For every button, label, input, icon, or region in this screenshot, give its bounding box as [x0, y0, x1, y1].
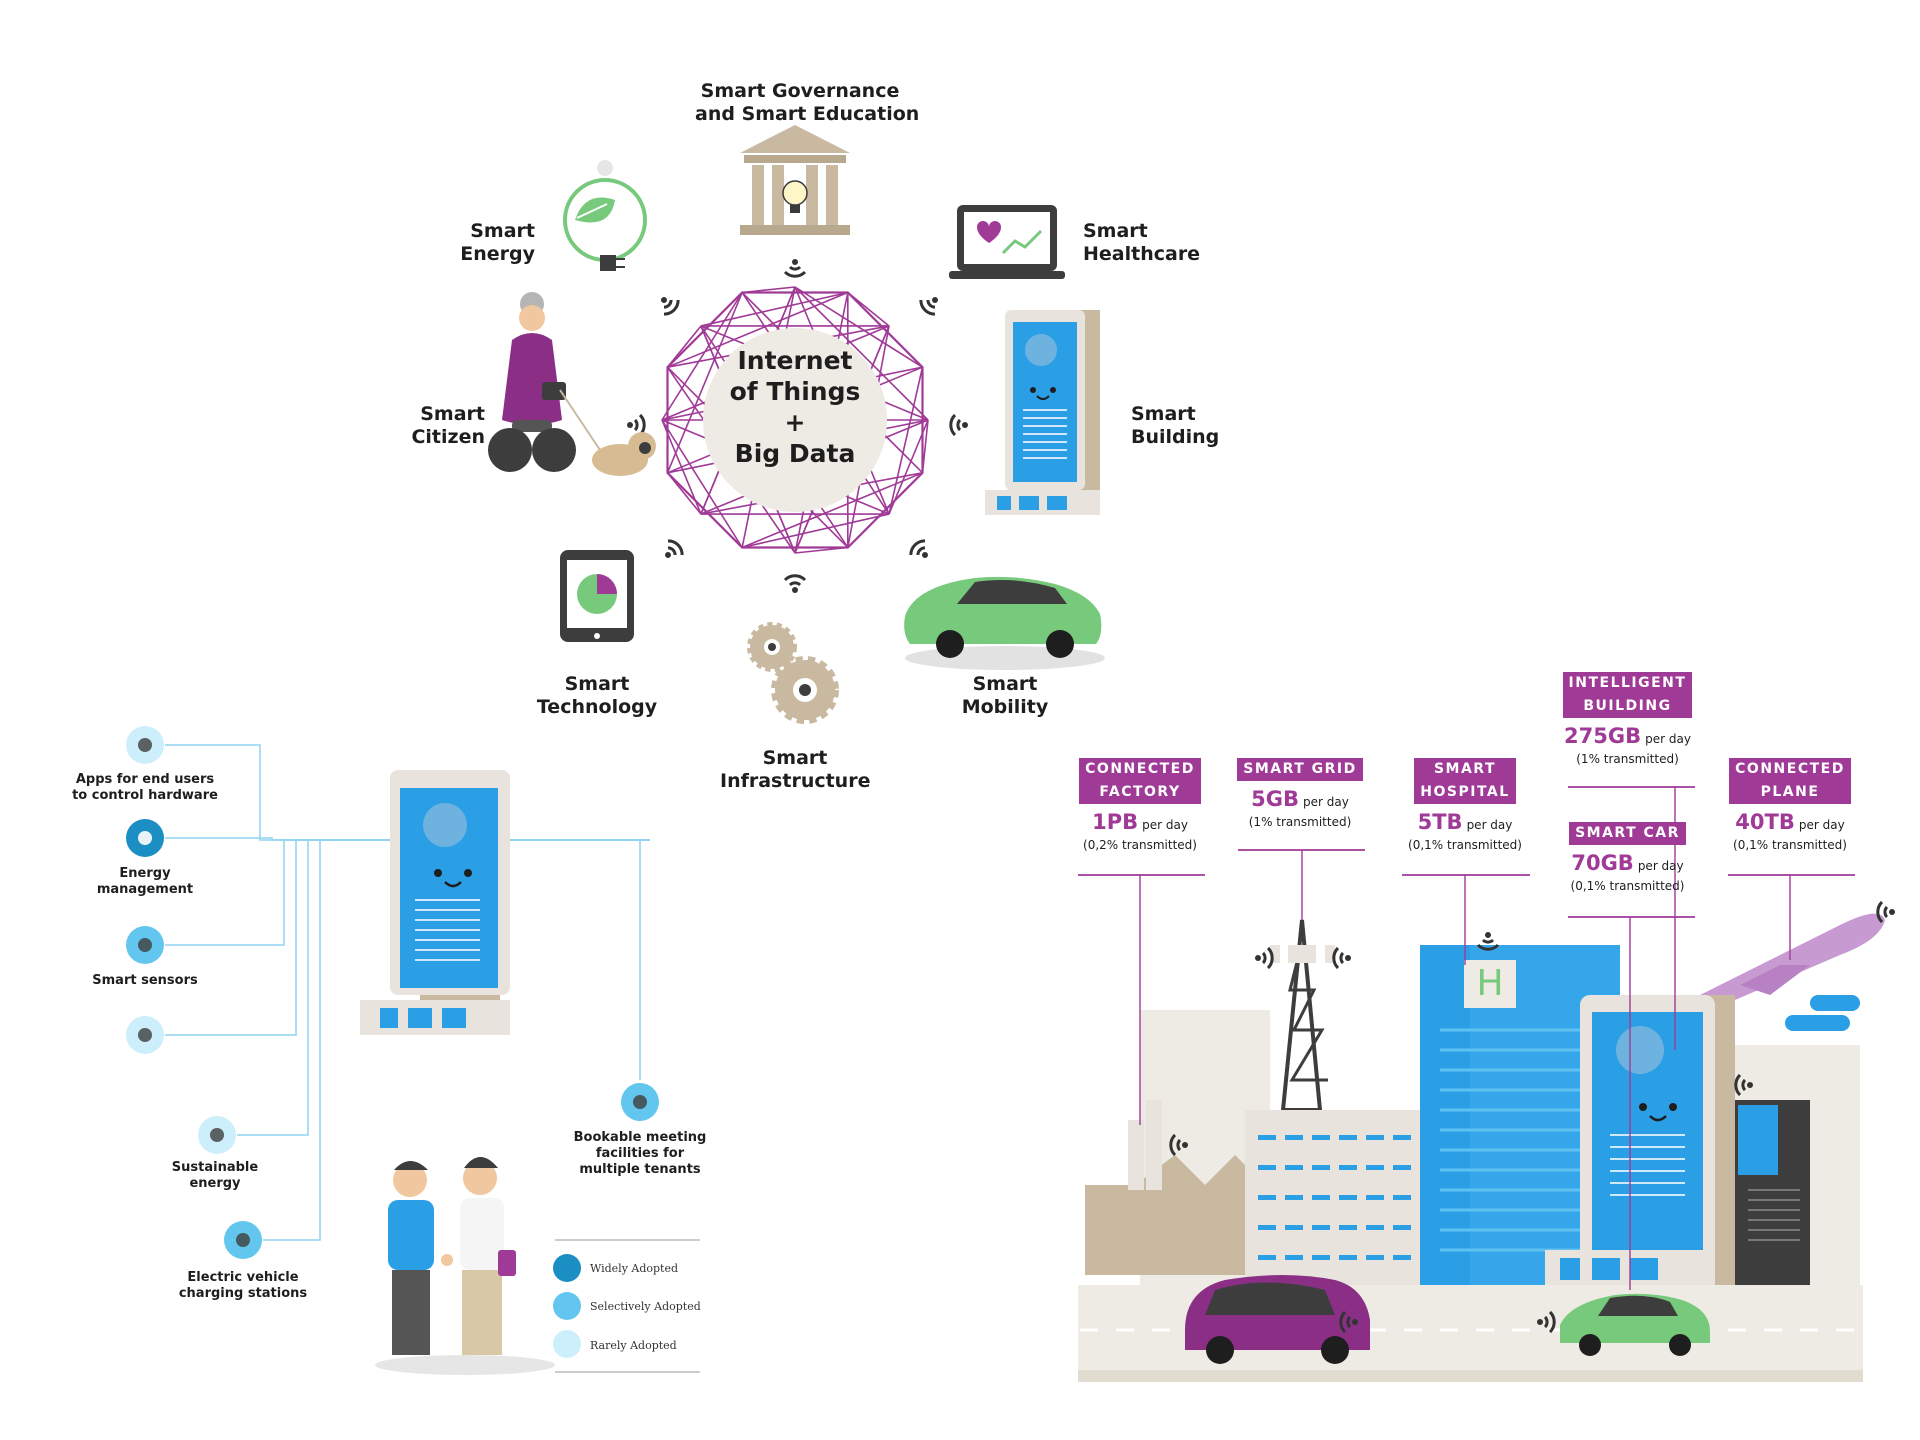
window: [1285, 1135, 1303, 1140]
window: [1366, 1135, 1384, 1140]
adoption-legend: [553, 1239, 700, 1373]
gears-icon: [747, 622, 839, 724]
wifi-signal-icon: [783, 257, 807, 278]
hub-center-disk: [703, 328, 887, 512]
government-building-icon: [740, 125, 850, 235]
window: [1366, 1255, 1384, 1260]
wifi-signal-icon: [653, 289, 683, 319]
leaf-plug-icon: [563, 160, 647, 271]
window: [1258, 1165, 1276, 1170]
wifi-signal-icon: [657, 536, 687, 566]
green-car-icon: [1560, 1293, 1710, 1356]
window: [1258, 1195, 1276, 1200]
handshake-people-icon: [375, 1157, 555, 1375]
window: [1312, 1195, 1330, 1200]
window: [1393, 1195, 1411, 1200]
wifi-signal-icon: [916, 289, 946, 319]
window: [1339, 1135, 1357, 1140]
hospital-sign: H: [1476, 963, 1504, 1004]
window: [1258, 1135, 1276, 1140]
window: [1312, 1135, 1330, 1140]
legend-label-selectively: Selectively Adopted: [590, 1300, 701, 1313]
wifi-signal-icon: [1876, 900, 1897, 924]
wifi-signal-icon: [949, 413, 970, 437]
window: [1339, 1225, 1357, 1230]
wifi-signal-icon: [1332, 946, 1353, 970]
tablet-chart-icon: [560, 550, 634, 642]
icon-glyph: [138, 738, 152, 752]
icon-glyph: [138, 1028, 152, 1042]
window: [1285, 1195, 1303, 1200]
window: [1285, 1225, 1303, 1230]
purple-car-icon: [1185, 1275, 1370, 1364]
window: [1285, 1165, 1303, 1170]
window: [1393, 1165, 1411, 1170]
plane-icon: [1690, 913, 1885, 1015]
wifi-signal-icon: [783, 574, 807, 595]
window: [1393, 1225, 1411, 1230]
transmission-tower-icon: [1270, 919, 1335, 1112]
window: [1366, 1225, 1384, 1230]
legend-dot: [553, 1292, 581, 1320]
window: [1366, 1165, 1384, 1170]
window: [1366, 1195, 1384, 1200]
wifi-signal-icon: [906, 536, 936, 566]
city-scene: [1078, 786, 1897, 1382]
citizen-segway-dog-icon: [488, 292, 656, 476]
legend-label-widely: Widely Adopted: [590, 1262, 679, 1275]
window: [1339, 1165, 1357, 1170]
icon-glyph: [210, 1128, 224, 1142]
window: [1285, 1255, 1303, 1260]
window: [1312, 1165, 1330, 1170]
laptop-heart-icon: [949, 205, 1065, 279]
iot-hub: [625, 257, 970, 595]
feature-label-sensors: Smart sensors: [92, 973, 198, 988]
legend-dot: [553, 1254, 581, 1282]
icon-glyph: [633, 1095, 647, 1109]
window: [1312, 1225, 1330, 1230]
window: [1339, 1255, 1357, 1260]
feature-building-icon: [360, 770, 510, 1035]
icon-glyph: [138, 938, 152, 952]
window: [1393, 1255, 1411, 1260]
legend-dot: [553, 1330, 581, 1358]
window: [1339, 1195, 1357, 1200]
window: [1393, 1135, 1411, 1140]
wifi-signal-icon: [625, 413, 646, 437]
window: [1312, 1255, 1330, 1260]
icon-glyph: [138, 831, 152, 845]
legend-label-rarely: Rarely Adopted: [590, 1339, 677, 1352]
wifi-signal-icon: [1253, 946, 1274, 970]
feature-icons: [126, 726, 659, 1259]
icon-glyph: [236, 1233, 250, 1247]
smart-building-icon: [985, 310, 1100, 515]
window: [1258, 1255, 1276, 1260]
car-icon: [904, 576, 1105, 670]
window: [1258, 1225, 1276, 1230]
